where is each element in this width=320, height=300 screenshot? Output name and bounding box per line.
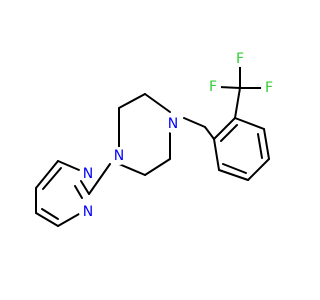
piperazine-nitrogen-left-background (110, 147, 128, 165)
fluorine-top-label: F (236, 51, 244, 67)
piperazine-ring (118, 93, 171, 176)
molecule-structure-diagram: N N N N F F F (35, 51, 277, 227)
bond-pyrimidine-4-inner (74, 185, 83, 199)
bond-benzene-4 (247, 158, 270, 181)
bond-pyrimidine-2 (35, 212, 59, 227)
pyrimidine-nitrogen-top-label: N (83, 166, 93, 182)
bond-piperazine-6 (118, 163, 146, 176)
bond-pyrimidine-4 (80, 180, 90, 195)
piperazine-nitrogen-left-label: N (114, 148, 124, 164)
bond-benzene-5 (218, 169, 249, 181)
bond-methylene-benzene (204, 126, 215, 140)
atom-labels: N N N N F F F (79, 51, 277, 221)
piperazine-nitrogen-right-background (164, 115, 182, 133)
piperazine-nitrogen-right: N (164, 115, 182, 133)
bond-pyrimidine-2-inner (41, 208, 59, 220)
fluorine-right: F (261, 80, 277, 96)
bond-piperazine-5 (144, 158, 171, 176)
bond-pyrimidine-5 (57, 160, 80, 171)
bond-pyrimidine-6 (35, 160, 59, 189)
pyrimidine-nitrogen-top-background (79, 165, 97, 183)
bond-pyrimidine-3 (57, 213, 80, 227)
bond-piperazine-2 (118, 93, 146, 109)
bond-benzene-1-inner (220, 124, 238, 142)
bond-piperazine-3 (144, 93, 171, 113)
piperazine-nitrogen-left: N (110, 147, 128, 165)
bond-benzene-3 (263, 128, 270, 160)
fluorine-top-background (232, 51, 248, 67)
pyrimidine-nitrogen-bottom-background (79, 203, 97, 221)
pyrimidine-nitrogen-bottom: N (79, 203, 97, 221)
pyrimidine-nitrogen-bottom-label: N (83, 204, 93, 220)
bond-piperazine-methylene (183, 117, 206, 128)
pyrimidine-nitrogen-top: N (79, 165, 97, 183)
piperazine-nitrogen-right-label: N (168, 116, 178, 132)
pyrimidine-ring (35, 160, 90, 227)
fluorine-left-label: F (209, 79, 217, 95)
bond-benzene-5-inner (222, 163, 247, 174)
bond-benzene-6 (213, 138, 220, 171)
fluorine-right-label: F (265, 80, 273, 96)
trifluoromethyl-group (218, 64, 263, 119)
bond-pyrimidine-6-inner (42, 167, 62, 190)
bond-benzene-cf3 (234, 87, 241, 119)
linker-bonds (88, 117, 215, 195)
fluorine-right-background (261, 80, 277, 96)
bond-cf3-f-left (218, 86, 241, 89)
fluorine-top: F (232, 51, 248, 67)
bond-benzene-3-inner (257, 133, 263, 159)
fluorine-left-background (205, 79, 221, 95)
benzene-ring (213, 117, 270, 181)
fluorine-left: F (205, 79, 221, 95)
bond-pyrimidine-piperazine (88, 163, 111, 195)
bond-benzene-1 (213, 117, 236, 140)
bond-benzene-2 (234, 117, 265, 130)
